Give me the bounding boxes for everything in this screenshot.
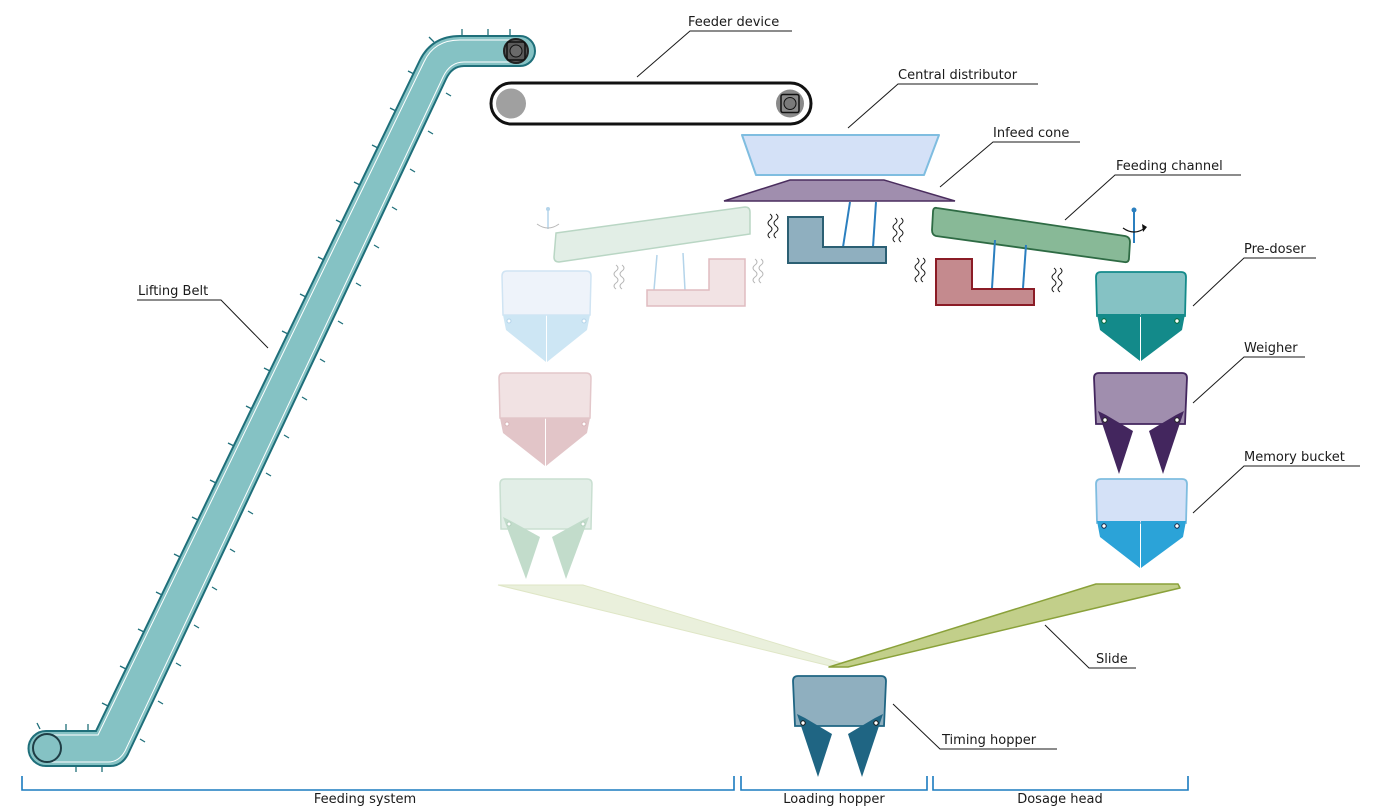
lifting-belt-inner-line-2 (48, 61, 518, 763)
section-loading-hopper-label: Loading hopper (783, 792, 885, 807)
label-feeding-channel: Feeding channel (1064, 159, 1241, 221)
timing-hopper (792, 675, 887, 777)
label-pre-doser: Pre-doser (1192, 242, 1316, 307)
lifting-belt (27, 29, 536, 772)
lifting-belt-cleats (36, 29, 511, 772)
right-vibrator (914, 239, 1063, 306)
label-memory-bucket: Memory bucket (1192, 450, 1360, 514)
slide (828, 583, 1181, 668)
label-feeder-device: Feeder device (636, 15, 792, 78)
label-central-distributor-text: Central distributor (898, 68, 1018, 83)
label-infeed-cone-text: Infeed cone (993, 126, 1069, 141)
label-pre-doser-text: Pre-doser (1244, 242, 1306, 257)
label-memory-bucket-text: Memory bucket (1244, 450, 1345, 465)
label-feeding-channel-text: Feeding channel (1116, 159, 1223, 174)
weigher (1093, 372, 1188, 474)
feeding-channel (931, 206, 1131, 264)
label-weigher: Weigher (1192, 341, 1305, 404)
section-dosage-head: Dosage head (932, 776, 1189, 807)
left-feeding-channel-faded (536, 206, 751, 263)
label-lifting-belt: Lifting Belt (137, 284, 269, 349)
section-loading-hopper: Loading hopper (740, 776, 928, 807)
left-memory-bucket-faded (499, 478, 593, 579)
label-weigher-text: Weigher (1244, 341, 1298, 356)
central-distributor (741, 134, 940, 176)
left-vibrator-faded (613, 252, 764, 307)
lifting-belt-body (27, 35, 536, 767)
pre-doser (1095, 271, 1187, 361)
feeder-device-drive-roller (776, 89, 804, 118)
left-weigher-faded (498, 372, 592, 466)
lifting-belt-inner-line (48, 39, 518, 736)
section-feeding-system-label: Feeding system (314, 792, 416, 807)
infeed-cone (723, 179, 956, 202)
label-central-distributor: Central distributor (847, 68, 1038, 129)
label-slide-text: Slide (1096, 652, 1128, 667)
lifting-belt-drive-roller (503, 38, 529, 64)
left-pre-doser-faded (501, 270, 592, 362)
lifting-belt-bottom-roller (32, 733, 62, 763)
label-slide: Slide (1044, 624, 1136, 669)
left-slide-faded (497, 584, 852, 667)
feeder-device (489, 81, 813, 126)
label-infeed-cone: Infeed cone (939, 126, 1080, 188)
memory-bucket (1095, 478, 1188, 568)
label-lifting-belt-text: Lifting Belt (138, 284, 208, 299)
label-timing-hopper-text: Timing hopper (941, 733, 1037, 748)
feeding-channel-flap (1122, 207, 1147, 243)
section-dosage-head-label: Dosage head (1017, 792, 1103, 807)
central-vibrator (767, 201, 904, 264)
section-feeding-system: Feeding system (21, 776, 735, 807)
label-timing-hopper: Timing hopper (892, 703, 1057, 750)
label-feeder-device-text: Feeder device (688, 15, 779, 30)
